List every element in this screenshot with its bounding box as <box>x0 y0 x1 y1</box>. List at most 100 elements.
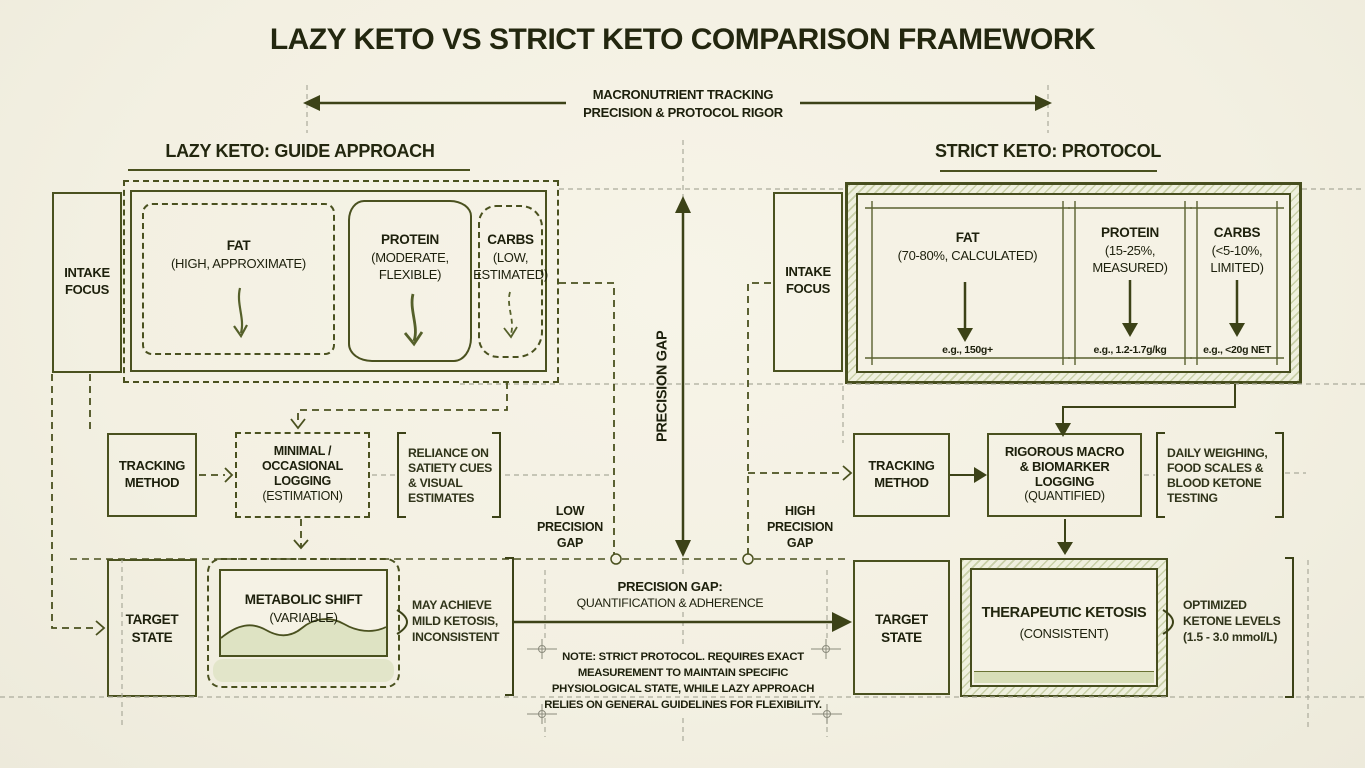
footnote-line1: NOTE: STRICT PROTOCOL. REQUIRES EXACT <box>562 651 804 663</box>
footnote-line4: RELIES ON GENERAL GUIDELINES FOR FLEXIBI… <box>544 699 822 711</box>
high-gap-line2: PRECISION <box>766 520 834 534</box>
lazy-protein-box <box>348 200 472 362</box>
lazy-target-label: TARGET STATE <box>107 611 197 646</box>
lazy-outcome-note: MAY ACHIEVE MILD KETOSIS, INCONSISTENT <box>412 597 512 645</box>
strict-solid-arrowheads <box>832 423 1073 632</box>
strict-outcome-line1: OPTIMIZED <box>1183 598 1247 612</box>
lazy-target-line1: TARGET <box>125 612 179 627</box>
footnote: NOTE: STRICT PROTOCOL. REQUIRES EXACT ME… <box>508 649 858 713</box>
lazy-intake-focus-label: INTAKE FOCUS <box>52 265 122 299</box>
strict-tracking-label: TRACKING METHOD <box>853 458 950 492</box>
strict-fat-detail: (70-80%, CALCULATED) <box>897 248 1038 263</box>
lazy-logging-line2: OCCASIONAL <box>261 459 344 473</box>
lazy-carbs-detail2: ESTIMATED) <box>473 267 548 282</box>
strict-logging-note: DAILY WEIGHING, FOOD SCALES & BLOOD KETO… <box>1167 446 1279 506</box>
lazy-logging-note-line4: ESTIMATES <box>408 491 475 505</box>
ketone-level-bar <box>974 671 1154 683</box>
lazy-logging-box <box>235 432 370 518</box>
lazy-intake-focus-box <box>52 192 122 373</box>
registration-marks <box>527 639 842 724</box>
lazy-logging-note-line3: & VISUAL <box>408 476 463 490</box>
top-axis-arrow <box>303 95 1052 111</box>
high-gap-line3: GAP <box>786 536 814 550</box>
strict-carbs-name: CARBS <box>1213 225 1261 240</box>
strict-macro-down-arrows <box>957 280 1245 342</box>
strict-macro-box-frames <box>865 201 1284 365</box>
lazy-fat-detail: (HIGH, APPROXIMATE) <box>171 256 306 271</box>
strict-carbs-example: e.g., <20g NET <box>1203 344 1271 356</box>
low-gap-line3: GAP <box>556 536 584 550</box>
therapeutic-ketosis-outer-box <box>960 558 1168 697</box>
lazy-inner-container <box>130 190 547 372</box>
lazy-carbs-detail1: (LOW, <box>492 250 529 265</box>
lazy-outcome-line2: MILD KETOSIS, <box>412 614 498 628</box>
strict-logging-label: RIGOROUS MACRO & BIOMARKER LOGGING (QUAN… <box>987 444 1142 504</box>
strict-target-line2: STATE <box>881 629 922 645</box>
lazy-intake-line1: INTAKE <box>64 265 110 280</box>
lazy-tracking-method-box <box>107 433 197 517</box>
strict-outer-container <box>845 182 1302 384</box>
strict-protein-detail1: (15-25%, <box>1104 243 1156 258</box>
strict-logging-line2: & BIOMARKER <box>1019 459 1110 474</box>
metabolic-shift-fill <box>213 659 394 682</box>
axis-label-line1: MACRONUTRIENT TRACKING <box>592 87 774 102</box>
strict-solid-connectors <box>513 384 1236 624</box>
strict-protein-name: PROTEIN <box>1101 225 1159 240</box>
strict-logging-note-line4: TESTING <box>1167 491 1218 505</box>
lazy-dashed-arrowheads <box>95 418 853 636</box>
lazy-protein-detail1: (MODERATE, <box>371 250 449 265</box>
precision-gap-vertical-label: PRECISION GAP <box>654 330 671 442</box>
lazy-tracking-label: TRACKING METHOD <box>107 458 197 492</box>
lazy-outer-container <box>123 180 559 383</box>
strict-inner-container <box>856 193 1291 373</box>
strict-logging-note-line3: BLOOD KETONE <box>1167 476 1262 490</box>
strict-target-line1: TARGET <box>875 612 928 627</box>
footnote-line2: MEASUREMENT TO MAINTAIN SPECIFIC <box>577 667 789 679</box>
page-title: LAZY KETO VS STRICT KETO COMPARISON FRAM… <box>269 23 1096 56</box>
gap-arrow-label: PRECISION GAP: QUANTIFICATION & ADHERENC… <box>520 578 820 612</box>
strict-tracking-line2: METHOD <box>874 474 929 490</box>
strict-section-header: STRICT KETO: PROTOCOL <box>934 141 1162 161</box>
strict-protein-detail2: MEASURED) <box>1092 260 1168 275</box>
metabolic-shift-name: METABOLIC SHIFT <box>244 592 363 607</box>
therapeutic-ketosis-name: THERAPEUTIC KETOSIS <box>981 605 1147 621</box>
precision-gap-vertical-arrow <box>675 196 691 557</box>
strict-intake-line2: FOCUS <box>785 280 830 296</box>
strict-tracking-line1: TRACKING <box>868 458 935 473</box>
strict-logging-line1: RIGOROUS MACRO <box>1004 444 1125 459</box>
strict-logging-line4: (QUANTIFIED) <box>1024 489 1105 503</box>
high-gap-line1: HIGH <box>784 504 816 518</box>
lazy-protein-name: PROTEIN <box>381 232 439 247</box>
gap-baseline <box>70 553 848 565</box>
lazy-tracking-line1: TRACKING <box>118 458 186 473</box>
strict-target-state-box <box>853 560 950 695</box>
lazy-logging-line3: LOGGING <box>274 474 331 488</box>
low-gap-line2: PRECISION <box>536 520 604 534</box>
lazy-protein-detail2: FLEXIBLE) <box>378 267 442 282</box>
lazy-fat-box <box>142 203 335 355</box>
high-precision-gap-label: HIGH PRECISION GAP <box>758 503 842 551</box>
lazy-carbs-box <box>478 205 543 358</box>
lazy-target-state-box <box>107 559 197 697</box>
therapeutic-ketosis-inner-box <box>970 568 1158 687</box>
lazy-logging-line4: (ESTIMATION) <box>262 489 343 503</box>
strict-target-label: TARGET STATE <box>853 611 950 646</box>
lazy-dashed-connectors <box>51 282 842 629</box>
strict-tracking-method-box <box>853 433 950 517</box>
strict-fat-name: FAT <box>955 230 980 245</box>
lazy-logging-note: RELIANCE ON SATIETY CUES & VISUAL ESTIMA… <box>408 446 503 506</box>
lazy-logging-label: MINIMAL / OCCASIONAL LOGGING (ESTIMATION… <box>235 444 370 504</box>
lazy-logging-note-line1: RELIANCE ON <box>408 446 489 460</box>
strict-intake-focus-label: INTAKE FOCUS <box>773 264 843 298</box>
low-gap-line1: LOW <box>555 504 585 518</box>
lazy-logging-line1: MINIMAL / <box>273 444 332 458</box>
lazy-fat-name: FAT <box>226 238 251 253</box>
strict-protein-example: e.g., 1.2-1.7g/kg <box>1093 344 1167 356</box>
strict-logging-line3: LOGGING <box>1034 474 1095 489</box>
lazy-outcome-line1: MAY ACHIEVE <box>412 598 492 612</box>
strict-logging-note-line1: DAILY WEIGHING, <box>1167 446 1268 460</box>
strict-outcome-line3: (1.5 - 3.0 mmol/L) <box>1183 630 1278 644</box>
gap-arrow-line1: PRECISION GAP: <box>617 579 723 594</box>
